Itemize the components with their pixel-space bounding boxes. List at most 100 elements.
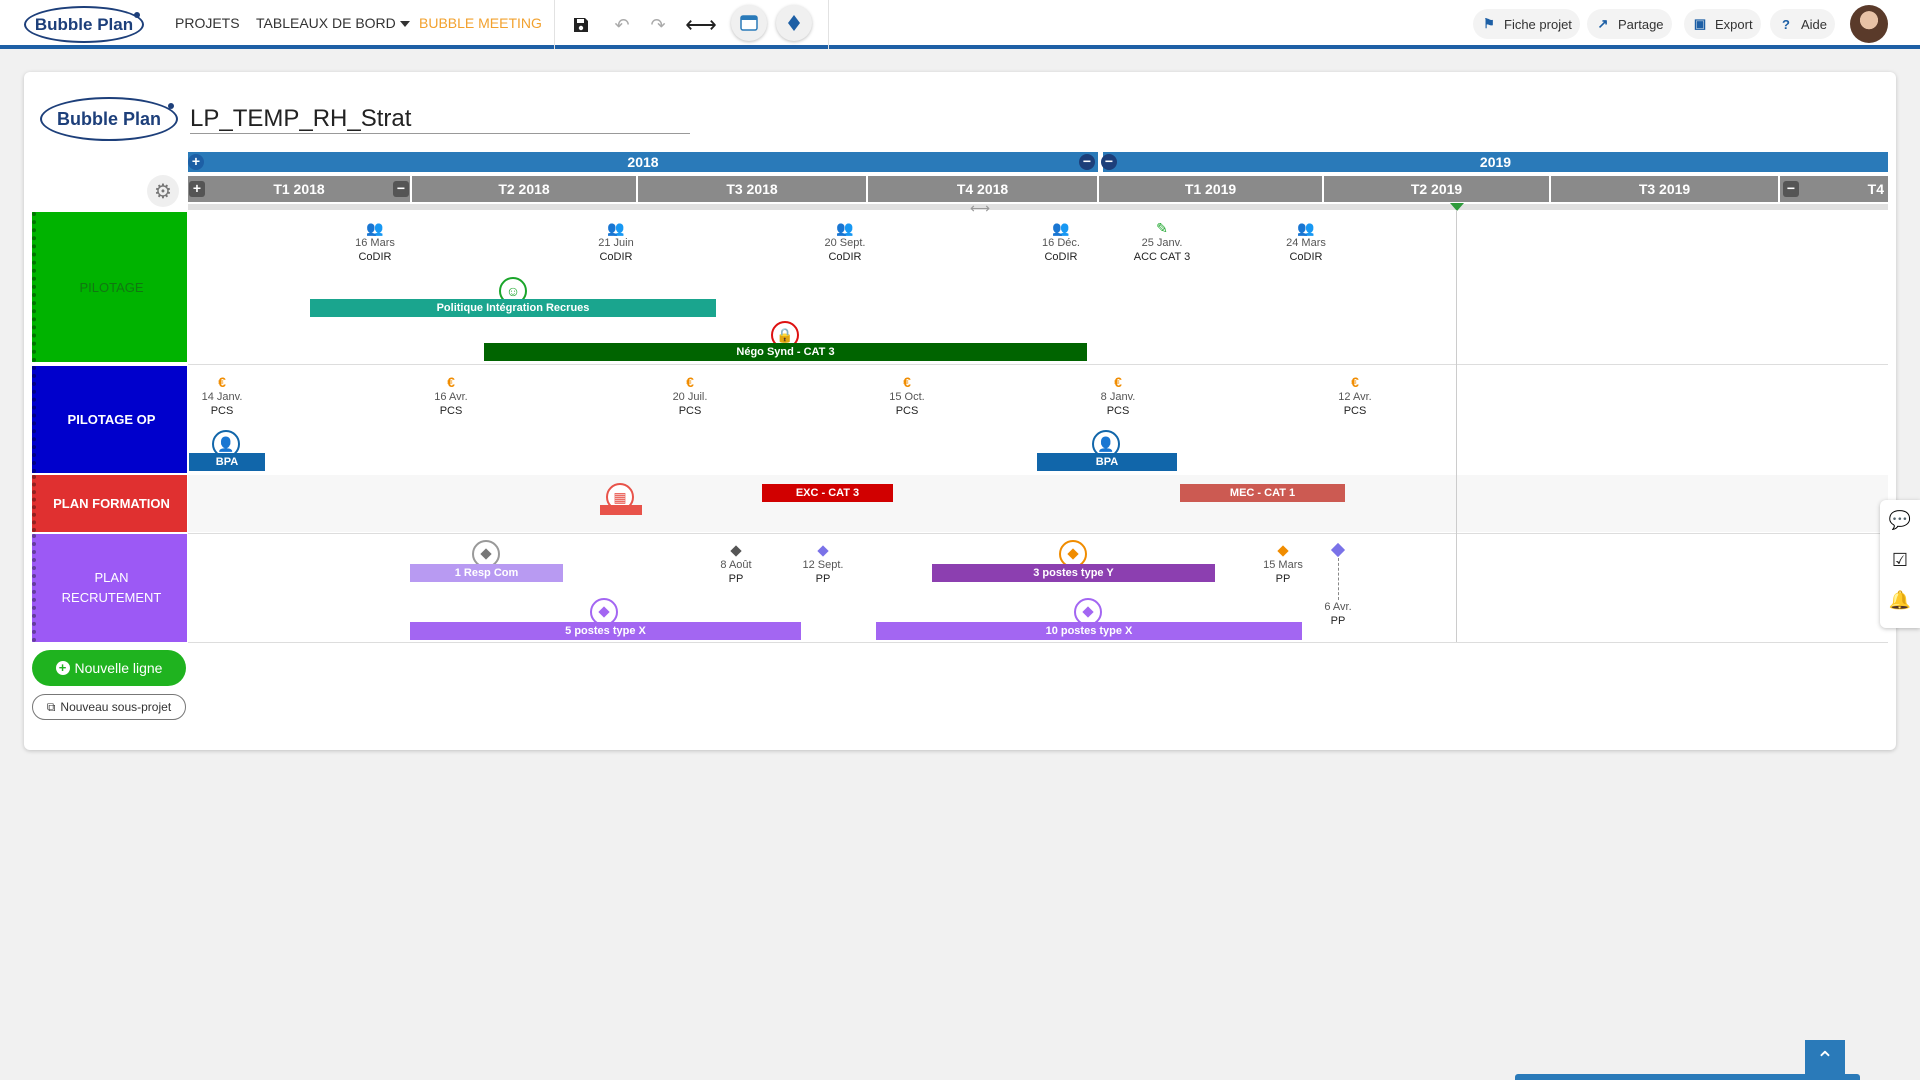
- plus-circle-icon: +: [55, 661, 70, 675]
- nav-tableaux-label: TABLEAUX DE BORD: [256, 15, 396, 31]
- milestone[interactable]: €16 Avr.PCS: [406, 374, 496, 418]
- collapse-year-icon[interactable]: −: [1079, 154, 1095, 170]
- milestone-label: PCS: [678, 405, 702, 417]
- task-bar[interactable]: BPA: [1037, 453, 1177, 471]
- collapse-year-icon[interactable]: −: [1101, 154, 1117, 170]
- bell-icon[interactable]: 🔔: [1888, 589, 1912, 610]
- new-subproject-button[interactable]: ⧉Nouveau sous-projet: [32, 694, 186, 720]
- row-divider: [188, 642, 1888, 643]
- nav-tableaux-de-bord[interactable]: TABLEAUX DE BORD: [256, 15, 410, 31]
- quarter-header[interactable]: T2 2019: [1324, 176, 1551, 202]
- gear-icon[interactable]: ⚙: [147, 175, 179, 207]
- calendar-view-icon[interactable]: [731, 5, 767, 41]
- row-divider: [188, 364, 1888, 365]
- task-bar[interactable]: BPA: [189, 453, 265, 471]
- milestone-label: CoDIR: [599, 251, 633, 263]
- milestone[interactable]: 👥16 Déc.CoDIR: [1016, 220, 1106, 264]
- milestone-label: PCS: [1106, 405, 1130, 417]
- milestone[interactable]: €14 Janv.PCS: [177, 374, 267, 418]
- task-bar[interactable]: 5 postes type X: [410, 622, 801, 640]
- quarter-header[interactable]: T3 2018: [638, 176, 868, 202]
- resize-handle-icon[interactable]: ⟷: [970, 200, 991, 216]
- nav-projets[interactable]: PROJETS: [175, 15, 240, 31]
- export-label: Export: [1715, 16, 1753, 32]
- save-icon[interactable]: [566, 10, 596, 40]
- undo-icon[interactable]: ↶: [614, 14, 630, 35]
- milestone[interactable]: 6 Avr.PP: [1293, 600, 1383, 628]
- milestone[interactable]: €20 Juil.PCS: [645, 374, 735, 418]
- group-icon: 👥: [836, 220, 854, 236]
- euro-icon: €: [1351, 374, 1359, 390]
- task-bar[interactable]: [600, 505, 642, 515]
- help-button[interactable]: ?Aide: [1770, 9, 1836, 39]
- task-bar[interactable]: Politique Intégration Recrues: [310, 299, 716, 317]
- task-bar[interactable]: MEC - CAT 1: [1180, 484, 1345, 502]
- euro-icon: €: [447, 374, 455, 390]
- share-button[interactable]: ↗Partage: [1587, 9, 1672, 39]
- task-bar[interactable]: 1 Resp Com: [410, 564, 563, 582]
- redo-icon[interactable]: ↷: [650, 14, 666, 35]
- toolbar-divider: [828, 0, 829, 49]
- expand-quarter-icon[interactable]: +: [189, 181, 205, 197]
- toolbar-divider: [554, 0, 555, 49]
- quarter-header[interactable]: T3 2019: [1551, 176, 1780, 202]
- app-logo[interactable]: Bubble Plan: [24, 6, 144, 43]
- task-bar[interactable]: EXC - CAT 3: [762, 484, 893, 502]
- quarter-header[interactable]: T2 2018: [412, 176, 638, 202]
- footer-tab[interactable]: [1515, 1074, 1860, 1080]
- milestone-label: PCS: [895, 405, 919, 417]
- quarter-header[interactable]: T1 2018: [188, 176, 412, 202]
- avatar[interactable]: [1850, 5, 1888, 43]
- new-line-button[interactable]: +Nouvelle ligne: [32, 650, 186, 686]
- scroll-to-top-icon[interactable]: ⌃: [1805, 1040, 1845, 1080]
- milestone-date: 21 Juin: [598, 237, 634, 249]
- milestone[interactable]: €15 Oct.PCS: [862, 374, 952, 418]
- lane-label-pilotage[interactable]: PILOTAGE: [32, 212, 187, 362]
- nav-bubble-meeting[interactable]: BUBBLE MEETING: [419, 15, 542, 31]
- timeline-scrollbar[interactable]: [188, 204, 1888, 210]
- task-bar[interactable]: 3 postes type Y: [932, 564, 1215, 582]
- export-button[interactable]: ▣Export: [1684, 9, 1761, 39]
- task-bar[interactable]: Négo Synd - CAT 3: [484, 343, 1087, 361]
- share-label: Partage: [1618, 16, 1664, 32]
- milestone[interactable]: €12 Avr.PCS: [1310, 374, 1400, 418]
- euro-icon: €: [1114, 374, 1122, 390]
- milestone-label: PP: [1275, 573, 1291, 585]
- fit-width-icon[interactable]: ⟷: [685, 12, 717, 37]
- today-marker-icon: [1450, 203, 1464, 211]
- euro-icon: €: [903, 374, 911, 390]
- group-icon: 👥: [366, 220, 384, 236]
- year-2018[interactable]: 2018: [188, 152, 1098, 172]
- quarter-header[interactable]: T4 2018: [868, 176, 1099, 202]
- milestone[interactable]: 👥20 Sept.CoDIR: [800, 220, 890, 264]
- diamond-icon[interactable]: [472, 540, 500, 568]
- lane-label-plan-formation[interactable]: PLAN FORMATION: [32, 475, 187, 532]
- milestone[interactable]: 12 Sept.PP: [778, 542, 868, 586]
- project-sheet-button[interactable]: ⚑Fiche projet: [1473, 9, 1580, 39]
- lane-label-plan-recrutement[interactable]: PLAN RECRUTEMENT: [32, 534, 187, 642]
- milestone[interactable]: €8 Janv.PCS: [1073, 374, 1163, 418]
- checkbox-icon[interactable]: ☑: [1891, 549, 1909, 570]
- collapse-quarter-icon[interactable]: −: [1783, 181, 1799, 197]
- milestone-date: 14 Janv.: [201, 391, 243, 403]
- diamond-icon[interactable]: [590, 598, 618, 626]
- milestone-date: 20 Sept.: [824, 237, 866, 249]
- collapse-quarter-icon[interactable]: −: [393, 181, 409, 197]
- milestone-date: 16 Avr.: [434, 391, 468, 403]
- year-2019[interactable]: 2019: [1103, 152, 1888, 172]
- expand-year-icon[interactable]: +: [188, 154, 204, 170]
- quarter-header[interactable]: T1 2019: [1099, 176, 1324, 202]
- lane-label-pilotage-op[interactable]: PILOTAGE OP: [32, 366, 187, 473]
- comments-icon[interactable]: 💬: [1888, 509, 1912, 530]
- project-title[interactable]: LP_TEMP_RH_Strat: [190, 104, 690, 134]
- task-bar[interactable]: 10 postes type X: [876, 622, 1302, 640]
- milestone-diamond-icon[interactable]: [776, 5, 812, 41]
- group-icon: 👥: [607, 220, 625, 236]
- milestone[interactable]: ✎25 Janv.ACC CAT 3: [1117, 220, 1207, 264]
- milestone-date: 16 Déc.: [1042, 237, 1080, 249]
